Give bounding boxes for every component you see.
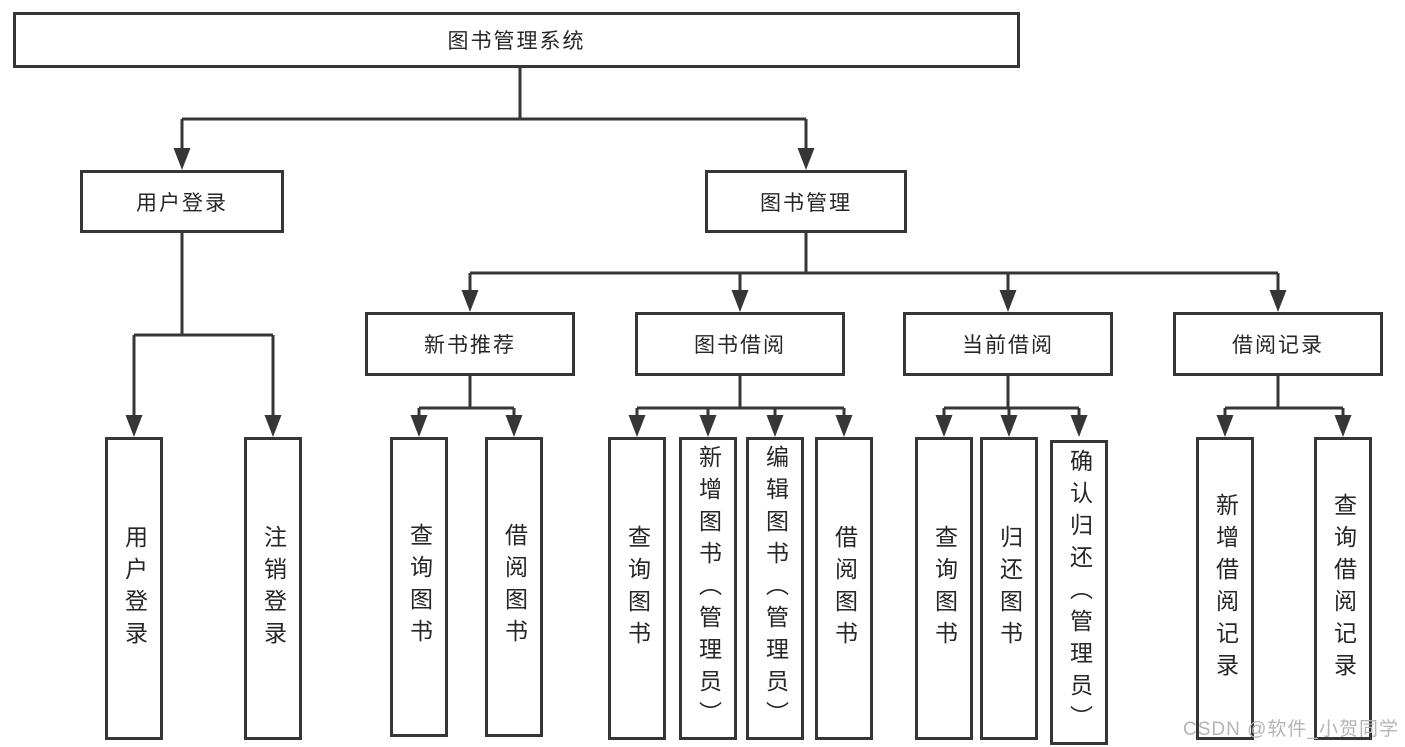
node-label: 用户登录 [121, 524, 148, 653]
csdn-watermark: CSDN @软件_小贺同学 [1183, 719, 1399, 740]
node-label: 用户登录 [136, 191, 228, 215]
node-label: 新增借阅记录 [1212, 492, 1239, 685]
leaf-edit-books-admin: 编辑图书（管理员） [746, 437, 804, 740]
node-label: 借阅图书 [831, 524, 858, 653]
node-label: 编辑图书（管理员） [762, 444, 789, 733]
leaf-confirm-return-admin: 确认归还（管理员） [1050, 440, 1108, 745]
node-label: 注销登录 [260, 524, 287, 653]
node-label: 新书推荐 [424, 334, 516, 357]
node-book-management: 图书管理 [705, 170, 907, 233]
leaf-logout: 注销登录 [244, 437, 302, 740]
leaf-user-login: 用户登录 [105, 437, 163, 740]
leaf-query-borrow-record: 查询借阅记录 [1314, 437, 1372, 740]
connector-strokes [132, 68, 1345, 418]
leaf-borrow-books-new: 借阅图书 [485, 437, 543, 737]
node-label: 查询图书 [624, 524, 651, 653]
node-current-borrowing: 当前借阅 [903, 312, 1113, 376]
node-book-borrowing: 图书借阅 [635, 312, 845, 376]
leaf-add-borrow-record: 新增借阅记录 [1196, 437, 1254, 740]
leaf-query-books-current: 查询图书 [915, 437, 973, 740]
node-label: 图书管理 [760, 191, 852, 215]
node-label: 确认归还（管理员） [1066, 448, 1093, 737]
leaf-borrow-books: 借阅图书 [815, 437, 873, 740]
node-label: 查询图书 [406, 523, 433, 651]
node-label: 借阅记录 [1232, 334, 1324, 357]
arrowheads [125, 148, 1352, 437]
leaf-query-books-new: 查询图书 [390, 437, 448, 737]
leaf-return-books: 归还图书 [980, 437, 1038, 740]
node-label: 当前借阅 [962, 334, 1054, 357]
node-new-book-recommend: 新书推荐 [365, 312, 575, 376]
node-borrowing-records: 借阅记录 [1173, 312, 1383, 376]
leaf-query-books-borrow: 查询图书 [608, 437, 666, 740]
leaf-add-books-admin: 新增图书（管理员） [679, 437, 737, 740]
node-label: 借阅图书 [501, 523, 528, 651]
node-label: 查询借阅记录 [1330, 492, 1357, 685]
node-label: 归还图书 [996, 524, 1023, 653]
node-label: 查询图书 [931, 524, 958, 653]
node-user-login: 用户登录 [80, 170, 284, 233]
node-label: 图书管理系统 [447, 30, 586, 53]
node-library-system: 图书管理系统 [13, 12, 1020, 68]
node-label: 新增图书（管理员） [695, 444, 722, 733]
node-label: 图书借阅 [694, 334, 786, 357]
